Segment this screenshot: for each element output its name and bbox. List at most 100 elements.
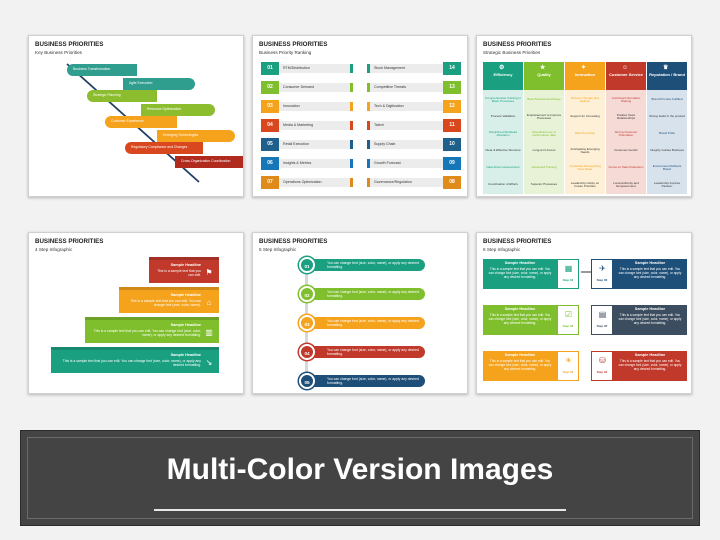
step-number-label: 03	[304, 322, 310, 327]
slide-key-priorities[interactable]: BUSINESS PRIORITIES Key Business Priorit…	[28, 35, 244, 197]
slide-subtitle: 6 Step Infographic	[483, 247, 521, 252]
priority-pill	[125, 142, 203, 154]
column-cell: Advanced Training	[531, 165, 557, 170]
slide-title: BUSINESS PRIORITIES	[259, 238, 328, 245]
rank-number: 05	[261, 138, 279, 151]
step-number: 02	[299, 286, 315, 302]
rank-label: Insights & Metrics	[279, 159, 353, 168]
step-text: This is a sample text that you can edit.…	[488, 313, 552, 325]
rank-number: 13	[443, 81, 461, 94]
step-row: You can change font (size, color, name),…	[299, 286, 429, 302]
step-icon: ▦	[564, 264, 573, 273]
rank-number: 02	[261, 81, 279, 94]
step-headline: Sample Headline	[170, 263, 201, 267]
title-banner: Multi-Color Version Images	[20, 430, 700, 526]
column-cell: Constantly Recognizing New Ideas	[569, 163, 601, 171]
rank-label: Supply Chain	[367, 140, 443, 149]
priority-pill-label: Cross-Organization Coordination	[181, 158, 231, 163]
step-text: This is a sample text that you can edit.…	[488, 359, 552, 371]
step-icon: ↘	[205, 358, 213, 367]
step-icon: ✈	[599, 264, 606, 273]
step-text: This is a sample text that you can edit.…	[62, 359, 201, 368]
slide-title: BUSINESS PRIORITIES	[483, 238, 552, 245]
step-row: You can change font (size, color, name),…	[299, 344, 429, 360]
step-text: This is a sample text that you can edit.…	[130, 299, 201, 308]
column-cell: Leadership Inspires Passion	[653, 180, 681, 188]
rank-label: RTM/Distribution	[279, 64, 353, 73]
step-text: This is a sample text that you can edit.…	[618, 267, 682, 279]
step-icon-box: ⛁Step 04	[591, 351, 613, 381]
column-header-label: Innovation	[574, 72, 596, 77]
priority-pill-label: Emerging Technologies	[163, 132, 199, 137]
step-number: Step 03	[562, 370, 574, 374]
step-row: You can change font (size, color, name),…	[299, 315, 429, 331]
column-cell: Local Authority and Empowerment	[613, 180, 639, 188]
column-cell: Integrity Guides Business	[649, 148, 685, 153]
step-number: 04	[299, 344, 315, 360]
column-cell: Coordination of Efforts	[488, 182, 518, 187]
priority-pill	[141, 104, 215, 116]
step-headline: Sample Headline	[504, 353, 536, 357]
rank-number: 11	[443, 119, 461, 132]
rank-number: 04	[261, 119, 279, 132]
column-cell: Leadership Clarity on Future Priorities	[570, 180, 600, 188]
step-number: Step 05	[596, 324, 608, 328]
step-number: 03	[299, 315, 315, 331]
priority-pill	[123, 78, 195, 90]
column-cell: Data-Driven Assessment	[486, 165, 520, 170]
column-cell: Clear & Effective Structure	[485, 148, 521, 153]
column-cell: Focus on Talent Retention	[608, 165, 644, 170]
column-header: ★Quality	[524, 62, 564, 90]
column-header: ♛Reputation / Brand	[647, 62, 687, 90]
rank-label: Talent	[367, 121, 443, 130]
column-header: ☺Customer Service	[606, 62, 646, 90]
banner-underline	[154, 509, 566, 511]
step-text: This is a sample text that you can edit.	[157, 269, 201, 278]
slide-subtitle: 5 Step Infographic	[259, 247, 297, 252]
step-icon: ⛁	[599, 356, 606, 365]
slide-strategic-priorities[interactable]: BUSINESS PRIORITIES Strategic Business P…	[476, 35, 692, 197]
priority-pill-label: Business Transformation	[73, 66, 111, 71]
step-icon: ▥	[205, 328, 213, 337]
rank-label: Consumer Demand	[279, 83, 353, 92]
priority-pill-label: Strategic Planning	[93, 92, 121, 97]
column-cell: Brand Promise Fulfilled	[651, 97, 683, 102]
rank-number: 10	[443, 138, 461, 151]
slide-priority-ranking[interactable]: BUSINESS PRIORITIES Business Priority Ra…	[252, 35, 468, 197]
rank-label: Media & Marketing	[279, 121, 353, 130]
column-cell: Long-term Focus	[532, 148, 556, 153]
slide-6-step[interactable]: BUSINESS PRIORITIES 6 Step Infographic S…	[476, 232, 692, 394]
slide-5-step[interactable]: BUSINESS PRIORITIES 5 Step Infographic Y…	[252, 232, 468, 394]
step-text: You can change font (size, color, name),…	[313, 317, 425, 329]
column-icon: ☺	[622, 65, 629, 71]
banner-frame	[27, 437, 693, 519]
column-header-label: Quality	[537, 72, 551, 77]
column-cell: Anticipating Emerging Needs	[570, 146, 600, 154]
step-icon: ☑	[564, 310, 573, 319]
rank-label: Growth Forecast	[367, 159, 443, 168]
slide-subtitle: 4 Step Infographic	[35, 247, 73, 252]
slide-subtitle: Strategic Business Priorities	[483, 50, 541, 55]
slide-title: BUSINESS PRIORITIES	[259, 41, 328, 48]
slide-subtitle: Key Business Priorities	[35, 50, 82, 55]
column-icon: ★	[540, 65, 546, 71]
slide-4-step[interactable]: BUSINESS PRIORITIES 4 Step Infographic S…	[28, 232, 244, 394]
step-number-label: 05	[304, 380, 310, 385]
slide-subtitle: Business Priority Ranking	[259, 50, 312, 55]
step-text: You can change font (size, color, name),…	[313, 346, 425, 358]
